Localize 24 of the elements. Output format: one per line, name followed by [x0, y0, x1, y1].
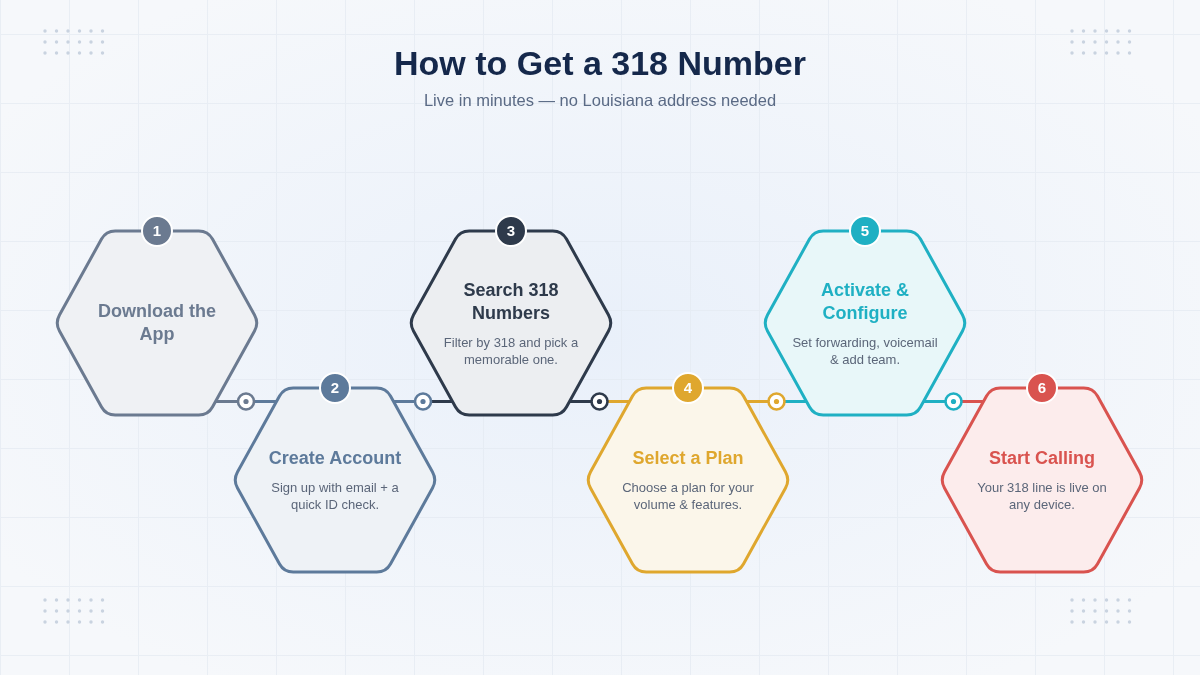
step-title: Start Calling: [989, 447, 1095, 470]
step-title: Download the App: [97, 300, 217, 346]
connector-line: [215, 400, 277, 403]
connector-line: [569, 400, 630, 403]
page-title: How to Get a 318 Number: [394, 43, 806, 83]
step-hexagon: [55, 215, 259, 415]
step-description: Set forwarding, voicemail & add team.: [791, 333, 939, 368]
step-description: Sign up with email + a quick ID check.: [270, 479, 400, 513]
subtitle: Live in minutes — no Louisiana address needed: [423, 90, 777, 110]
step-hexagon: [233, 372, 437, 572]
step-title: Select a Plan: [632, 447, 744, 470]
connector-line: [393, 400, 453, 403]
step-hexagon: [586, 372, 790, 572]
step-title: Activate & Configure: [820, 278, 910, 325]
step-hexagon: [763, 215, 967, 415]
step-title: Create Account: [268, 447, 402, 470]
step-description: Choose a plan for your volume & features.: [621, 479, 755, 513]
step-description: Filter by 318 and pick a memorable one.: [442, 333, 580, 368]
connector-line: [746, 400, 807, 403]
step-description: Your 318 line is live on any device.: [976, 479, 1108, 513]
step-title: Search 318 Numbers: [462, 278, 560, 325]
step-hexagon: [409, 215, 613, 415]
connector-line: [923, 400, 984, 403]
step-hexagon: [940, 372, 1144, 572]
